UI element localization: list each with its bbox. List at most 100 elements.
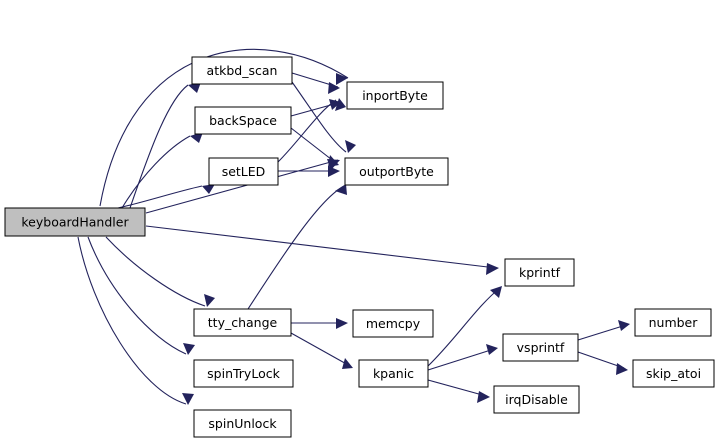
edge-atkbd_scan-to-inportByte (291, 72, 340, 94)
node-box[interactable] (4, 207, 146, 237)
edge-line (290, 332, 351, 367)
node-box[interactable] (634, 308, 712, 337)
node-spinTryLock[interactable]: spinTryLock (193, 359, 294, 388)
node-tty_change[interactable]: tty_change (193, 308, 292, 337)
node-box[interactable] (193, 308, 292, 337)
edge-line (577, 324, 627, 341)
node-box[interactable] (344, 157, 449, 186)
arrowhead-icon (183, 343, 195, 355)
node-box[interactable] (194, 106, 292, 135)
node-label: backSpace (209, 113, 277, 128)
edge-setLED-to-outportByte (278, 166, 340, 177)
arrowhead-icon (202, 184, 215, 194)
edge-line (291, 81, 347, 153)
node-label: outportByte (359, 164, 434, 179)
node-label: kpanic (373, 366, 414, 381)
arrowhead-icon (477, 391, 490, 403)
node-label: skip_atoi (646, 366, 701, 381)
node-vsprintf[interactable]: vsprintf (502, 333, 579, 362)
node-box[interactable] (502, 333, 579, 362)
arrowhead-icon (486, 344, 498, 355)
node-label: irqDisable (505, 392, 568, 407)
node-setLED[interactable]: setLED (208, 157, 279, 186)
node-label: atkbd_scan (207, 63, 278, 78)
node-outportByte[interactable]: outportByte (344, 157, 449, 186)
edge-tty_change-to-memcpy (291, 318, 348, 329)
node-atkbd_scan[interactable]: atkbd_scan (191, 56, 293, 85)
node-box[interactable] (352, 309, 434, 338)
node-inportByte[interactable]: inportByte (346, 81, 444, 110)
edge-line (145, 159, 339, 214)
arrowhead-icon (328, 82, 340, 94)
node-number[interactable]: number (634, 308, 712, 337)
node-label: number (649, 315, 699, 330)
node-skip_atoi[interactable]: skip_atoi (632, 359, 715, 388)
node-label: setLED (222, 164, 266, 179)
arrowhead-icon (204, 294, 215, 307)
edge-backSpace-to-outportByte (290, 127, 339, 167)
node-kprintf[interactable]: kprintf (504, 258, 575, 287)
arrowhead-icon (182, 393, 194, 405)
edge-keyboardHandler-to-tty_change (105, 236, 215, 307)
node-box[interactable] (493, 385, 580, 414)
edge-line (121, 135, 191, 209)
edge-kpanic-to-kprintf (427, 286, 502, 367)
edge-keyboardHandler-to-spinUnlock (77, 236, 194, 405)
arrowhead-icon (190, 132, 203, 143)
arrowhead-icon (336, 318, 348, 329)
node-label: spinTryLock (207, 366, 280, 381)
arrowhead-icon (490, 286, 502, 298)
node-label: tty_change (208, 315, 278, 330)
node-box[interactable] (504, 258, 575, 287)
edge-kpanic-to-irqDisable (427, 379, 490, 403)
arrowhead-icon (616, 363, 628, 375)
edge-vsprintf-to-skip_atoi (577, 351, 628, 375)
arrowhead-icon (328, 166, 340, 177)
edge-tty_change-to-kpanic (290, 332, 353, 369)
node-box[interactable] (208, 157, 279, 186)
edge-keyboardHandler-to-kprintf (145, 225, 499, 275)
node-box[interactable] (632, 359, 715, 388)
arrowhead-icon (335, 184, 347, 195)
nodes-layer: keyboardHandler atkbd_scan backSpace setLED… (4, 56, 715, 438)
edge-line (105, 236, 206, 307)
edge-keyboardHandler-to-backSpace (121, 132, 203, 209)
node-keyboardHandler[interactable]: keyboardHandler (4, 207, 146, 237)
arrowhead-icon (345, 140, 356, 153)
edge-line (145, 225, 497, 269)
node-box[interactable] (358, 359, 429, 388)
edge-line (77, 236, 187, 405)
edge-line (247, 185, 345, 310)
node-box[interactable] (193, 359, 294, 388)
edge-line (277, 99, 337, 163)
edge-keyboardHandler-to-atkbd_scan (129, 82, 201, 209)
node-box[interactable] (346, 81, 444, 110)
arrowhead-icon (336, 73, 348, 85)
edge-setLED-to-inportByte (277, 98, 346, 163)
node-label: memcpy (366, 316, 421, 331)
edge-line (129, 84, 189, 209)
edge-line (427, 348, 495, 371)
node-box[interactable] (193, 409, 292, 438)
arrowhead-icon (335, 98, 346, 111)
edge-line (117, 185, 203, 209)
node-backSpace[interactable]: backSpace (194, 106, 292, 135)
node-irqDisable[interactable]: irqDisable (493, 385, 580, 414)
edges-layer (77, 48, 630, 405)
edge-line (427, 287, 501, 367)
node-label: inportByte (362, 88, 428, 103)
edge-line (427, 379, 487, 397)
node-memcpy[interactable]: memcpy (352, 309, 434, 338)
edge-keyboardHandler-to-setLED (117, 184, 215, 209)
arrowhead-icon (188, 82, 201, 93)
node-kpanic[interactable]: kpanic (358, 359, 429, 388)
edge-keyboardHandler-to-spinTryLock (87, 236, 195, 355)
node-label: kprintf (519, 265, 561, 280)
edge-kpanic-to-vsprintf (427, 344, 498, 371)
edge-line (577, 351, 625, 369)
arrowhead-icon (618, 320, 630, 331)
node-box[interactable] (191, 56, 293, 85)
node-spinUnlock[interactable]: spinUnlock (193, 409, 292, 438)
edge-line (290, 127, 337, 164)
